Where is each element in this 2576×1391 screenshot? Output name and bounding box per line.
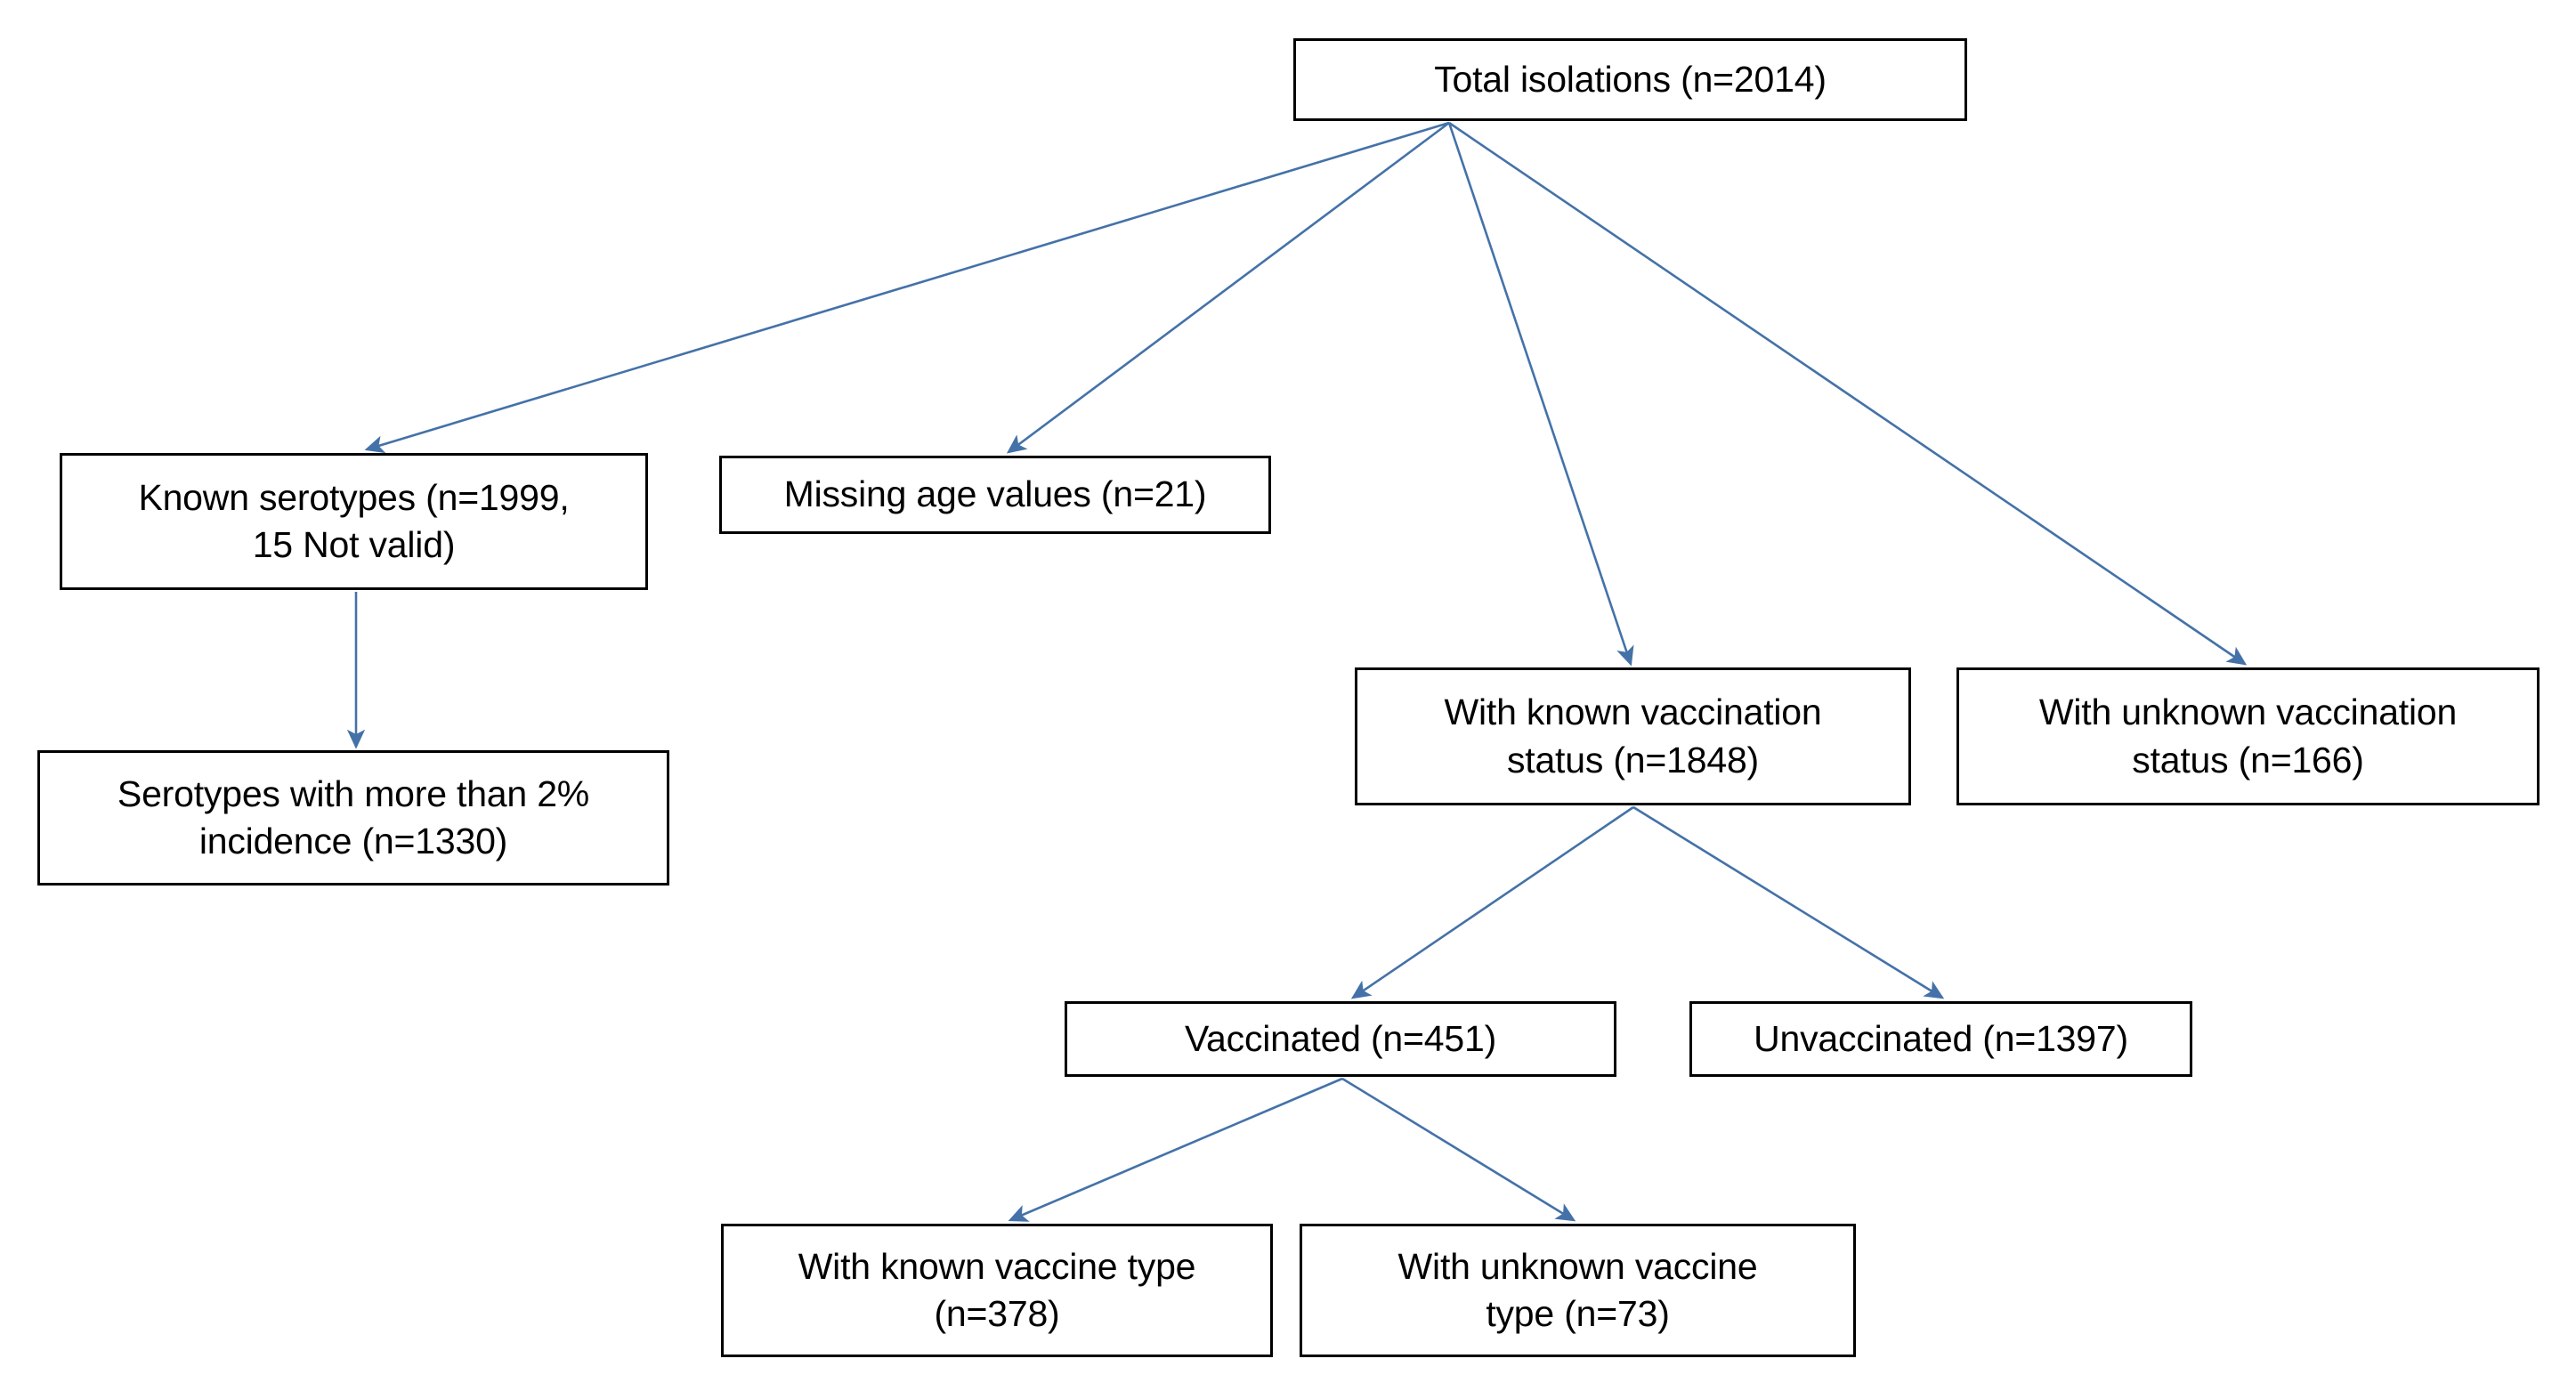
edge-vaccinated-to-known-type <box>1008 1077 1343 1222</box>
edge-known-vaccination-to-vaccinated <box>1350 805 1634 999</box>
edge-total-to-known-serotypes <box>364 121 1450 454</box>
edge-total-to-missing-age <box>1006 121 1450 454</box>
node-label: With unknown vaccination status (n=166) <box>2038 691 2458 780</box>
node-label: Serotypes with more than 2% incidence (n… <box>117 772 590 861</box>
node-unknown-vaccine-type[interactable]: With unknown vaccine type (n=73) <box>1300 1224 1856 1357</box>
node-known-vaccine-type[interactable]: With known vaccine type (n=378) <box>721 1224 1273 1357</box>
node-label: Known serotypes (n=1999, 15 Not valid) <box>138 476 570 565</box>
node-label: Missing age values (n=21) <box>783 473 1207 515</box>
node-label: With known vaccine type (n=378) <box>798 1245 1196 1334</box>
node-total-isolations[interactable]: Total isolations (n=2014) <box>1293 38 1967 121</box>
node-unknown-vaccination-status[interactable]: With unknown vaccination status (n=166) <box>1956 667 2540 805</box>
node-known-vaccination-status[interactable]: With known vaccination status (n=1848) <box>1355 667 1911 805</box>
edge-total-to-known-vaccination <box>1447 122 1634 667</box>
node-unvaccinated[interactable]: Unvaccinated (n=1397) <box>1689 1001 2192 1077</box>
node-missing-age-values[interactable]: Missing age values (n=21) <box>719 456 1271 534</box>
node-known-serotypes[interactable]: Known serotypes (n=1999, 15 Not valid) <box>60 453 648 590</box>
edge-known-vaccination-to-unvaccinated <box>1632 805 1945 999</box>
node-label: With known vaccination status (n=1848) <box>1444 691 1822 780</box>
node-label: Total isolations (n=2014) <box>1434 58 1827 100</box>
edge-total-to-unknown-vaccination <box>1448 121 2248 666</box>
edge-vaccinated-to-unknown-type <box>1341 1077 1576 1222</box>
node-label: Vaccinated (n=451) <box>1184 1017 1497 1059</box>
node-vaccinated[interactable]: Vaccinated (n=451) <box>1065 1001 1616 1077</box>
node-label: Unvaccinated (n=1397) <box>1754 1017 2128 1059</box>
node-label: With unknown vaccine type (n=73) <box>1397 1245 1758 1334</box>
node-serotypes-above-2-percent[interactable]: Serotypes with more than 2% incidence (n… <box>37 750 669 886</box>
